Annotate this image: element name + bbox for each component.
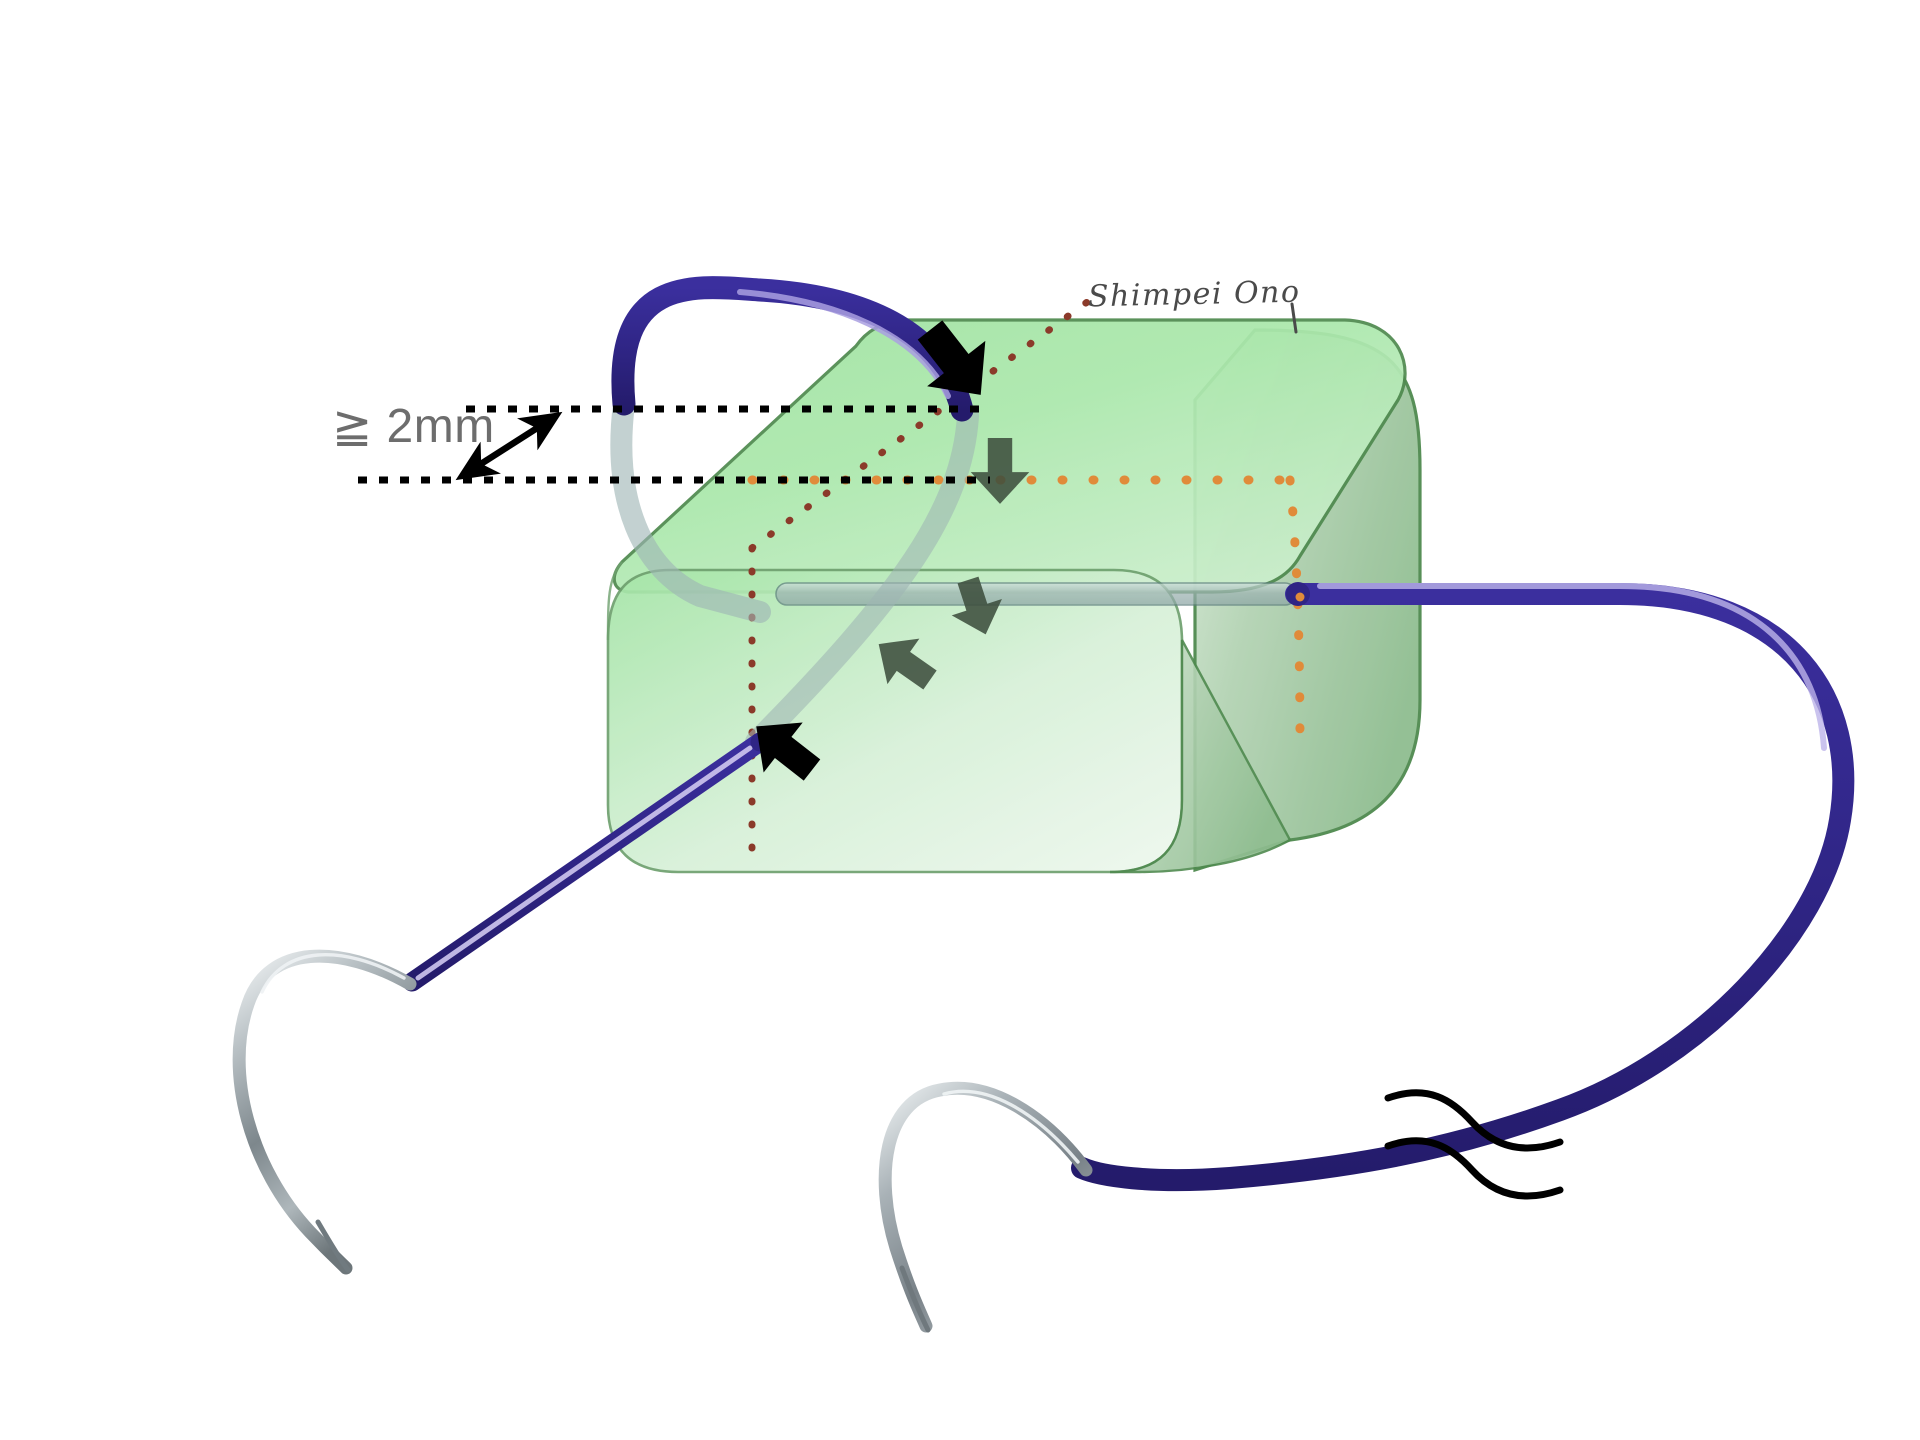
suture-right-tail	[1071, 582, 1855, 1192]
needle-tip-bottom	[899, 1265, 931, 1333]
submerged-horizontal-tube	[775, 582, 1297, 606]
block-front-face	[606, 568, 1184, 874]
measurement-annotation	[358, 405, 990, 484]
direction-arrows	[756, 320, 1030, 781]
suture-loop-highlight	[737, 289, 951, 399]
submerged-diagonal	[745, 405, 979, 753]
surgical-needle-left	[232, 949, 417, 1275]
thread-break-marks	[1384, 1089, 1564, 1200]
submerged-loop-left	[610, 393, 771, 623]
needle-tip-left	[315, 1219, 351, 1273]
surgical-needle-bottom	[878, 1081, 1093, 1333]
block-left-edge	[606, 561, 623, 641]
suture-left-highlight	[415, 745, 753, 981]
direction-arrow-interior-upper	[970, 438, 1030, 504]
direction-arrow-exterior-bottom	[756, 722, 821, 781]
dermis-block	[606, 318, 1422, 874]
measurement-double-arrow	[455, 411, 563, 481]
dermal-plane-vertical-line	[1285, 475, 1305, 755]
direction-arrow-interior-lower	[878, 638, 937, 690]
diagonal-reference-line	[748, 296, 1094, 552]
signature-flourish	[1290, 302, 1298, 334]
block-bottom-wedge	[1109, 639, 1292, 874]
direction-arrow-interior-middle	[951, 576, 1002, 635]
direction-arrow-exterior-top	[917, 320, 986, 395]
suture-right-highlight	[1317, 583, 1827, 751]
submerged-suture-path	[610, 393, 1297, 753]
